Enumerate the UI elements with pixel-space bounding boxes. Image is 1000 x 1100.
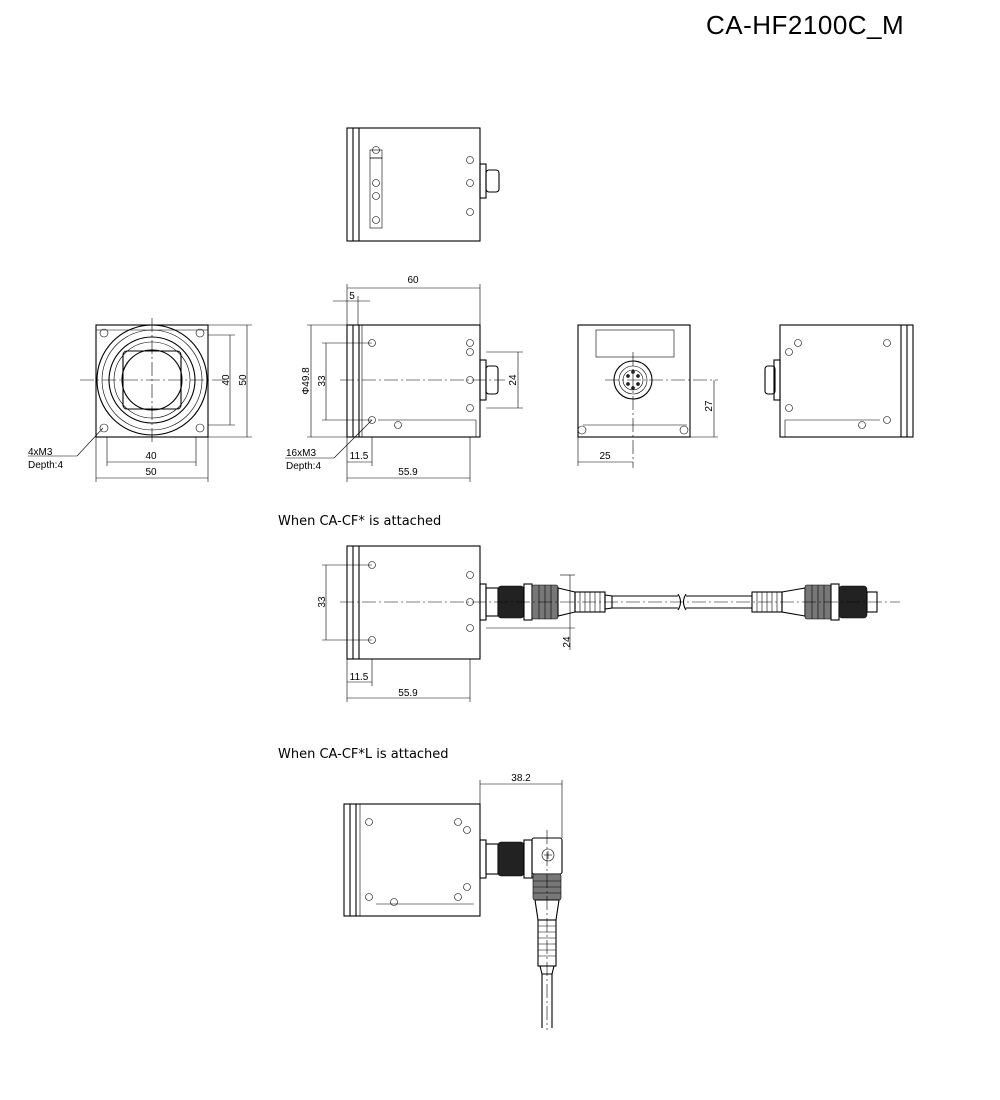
side-holes-depth: Depth:4	[286, 461, 321, 472]
rear-view: 27 25	[577, 324, 718, 468]
dim-depth-55-9: 55.9	[398, 467, 418, 478]
dim-rear-25: 25	[599, 451, 611, 462]
dim-size-50-horizontal: 50	[145, 467, 157, 478]
top-view	[346, 127, 500, 242]
dim-height-33: 33	[317, 375, 328, 387]
dim-size-50-vertical: 50	[238, 374, 249, 386]
dim-diameter-49-8: Φ49.8	[301, 367, 312, 395]
front-holes-spec: 4xM3	[28, 447, 53, 458]
dim-cf-33: 33	[317, 596, 328, 608]
cfl-attached-view: 38.2	[343, 773, 563, 1030]
cf-attached-view: 33 24 11.5 55.9	[317, 545, 900, 702]
dim-offset-11-5: 11.5	[350, 451, 369, 462]
dim-cfl-38-2: 38.2	[511, 773, 531, 784]
dim-rear-27: 27	[704, 400, 715, 412]
dim-connector-24: 24	[508, 374, 519, 386]
caption-ca-cf: When CA-CF* is attached	[278, 514, 442, 529]
dim-cf-11-5: 11.5	[350, 672, 369, 683]
front-holes-depth: Depth:4	[28, 460, 63, 471]
dim-width-60: 60	[407, 275, 419, 286]
front-view: 4xM3 Depth:4 40 50 40 50	[28, 318, 252, 482]
dim-flange-5: 5	[349, 291, 355, 302]
dim-mount-40-horizontal: 40	[145, 451, 157, 462]
side-view: 60 5 Φ49.8 33 24 16xM3 Depth:4 11.5 55.9	[285, 275, 523, 482]
caption-ca-cfl: When CA-CF*L is attached	[278, 747, 449, 762]
dim-cf-24: 24	[562, 636, 573, 648]
side-holes-spec: 16xM3	[286, 448, 316, 459]
drawing-title: CA-HF2100C_M	[706, 10, 905, 40]
opposite-side-view	[764, 324, 914, 438]
dim-mount-40-vertical: 40	[221, 374, 232, 386]
dim-cf-55-9: 55.9	[398, 688, 418, 699]
